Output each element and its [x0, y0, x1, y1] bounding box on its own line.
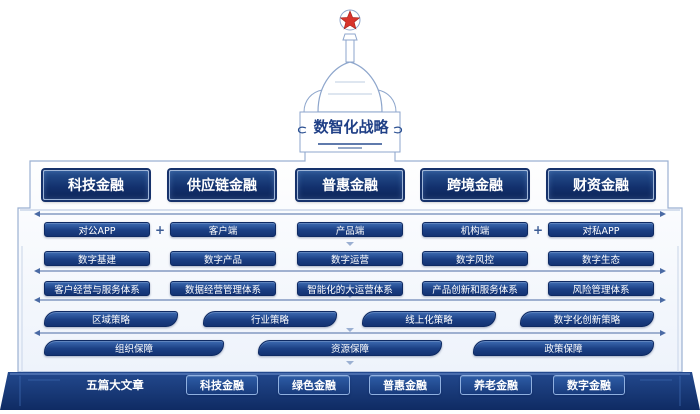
channel-corporate-app: 对公APP: [44, 222, 150, 237]
system-risk-management: 风险管理体系: [548, 281, 654, 296]
system-data-management: 数据经营管理体系: [170, 281, 276, 296]
digital-infrastructure: 数字基建: [44, 251, 150, 266]
foundation-elderly-care: 养老金融: [460, 375, 532, 395]
guarantee-policy: 政策保障: [473, 340, 654, 356]
foundation-green: 绿色金融: [278, 375, 350, 395]
dome-icon: [317, 61, 383, 113]
digital-ecosystem: 数字生态: [548, 251, 654, 266]
strategy-online: 线上化策略: [362, 311, 496, 327]
strategy-title: 数智化战略: [313, 117, 389, 136]
strategy-regional: 区域策略: [44, 311, 178, 327]
system-customer-service: 客户经营与服务体系: [44, 281, 150, 296]
five-articles-label: 五篇大文章: [86, 378, 144, 392]
digital-product: 数字产品: [170, 251, 276, 266]
system-intelligent-operation: 智能化的大运营体系: [297, 281, 403, 296]
channel-personal-app: 对私APP: [548, 222, 654, 237]
channel-institution: 机构端: [422, 222, 528, 237]
plus-sign-right: +: [532, 223, 544, 237]
digital-operation: 数字运营: [297, 251, 403, 266]
pillar-treasury: 财资金融: [548, 170, 654, 200]
star-icon: [339, 10, 361, 30]
guarantee-organization: 组织保障: [44, 340, 224, 356]
pillar-inclusive: 普惠金融: [297, 170, 403, 200]
system-product-innovation: 产品创新和服务体系: [422, 281, 528, 296]
connector-arrow-icon: [36, 213, 664, 334]
foundation-inclusive: 普惠金融: [369, 375, 441, 395]
foundation-sci-tech: 科技金融: [186, 375, 258, 395]
channel-client: 客户端: [170, 222, 276, 237]
channel-product: 产品端: [297, 222, 403, 237]
strategy-industry: 行业策略: [203, 311, 337, 327]
strategy-digital-innovation: 数字化创新策略: [520, 311, 654, 327]
digital-risk-control: 数字风控: [422, 251, 528, 266]
foundation-digital: 数字金融: [553, 375, 625, 395]
pillar-cross-border: 跨境金融: [422, 170, 528, 200]
pillar-sci-tech: 科技金融: [43, 170, 149, 200]
pillar-supply-chain: 供应链金融: [169, 170, 275, 200]
guarantee-resources: 资源保障: [258, 340, 442, 356]
plus-sign-left: +: [154, 223, 166, 237]
